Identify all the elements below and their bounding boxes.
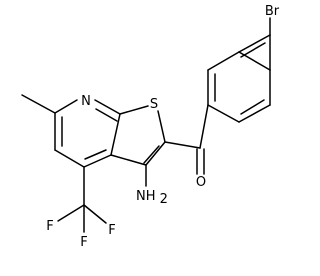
bond (240, 99, 265, 115)
bond (94, 99, 121, 115)
bond (157, 110, 166, 143)
bond (119, 105, 149, 115)
atom-label-br: Br (265, 4, 280, 19)
bond (207, 104, 240, 123)
atom-label-s: S (150, 97, 158, 112)
bond (95, 108, 118, 122)
atom-label-n: N (81, 94, 91, 109)
bond (238, 34, 271, 53)
bond (54, 149, 85, 168)
atom-label-f-bottom-right: F (108, 223, 115, 238)
molecule-structure: Br N S O NH 2 F F F (21, 4, 280, 250)
bond (164, 141, 201, 149)
atom-label-o: O (196, 175, 206, 190)
atom-label-f-top-left: F (46, 219, 53, 234)
bond (145, 141, 166, 166)
atom-label-amine: NH 2 (136, 189, 168, 207)
atom-labels: Br N S O NH 2 F F F (46, 4, 280, 250)
bond (83, 204, 107, 224)
bond (199, 104, 209, 149)
bond (110, 154, 147, 166)
bond (84, 149, 107, 160)
bond (21, 94, 56, 114)
bonds (21, 17, 271, 233)
bond (110, 113, 121, 156)
amine-subscript: 2 (160, 192, 168, 207)
bond (207, 51, 240, 71)
bond (54, 99, 78, 114)
bond (57, 204, 85, 222)
bond (143, 145, 160, 164)
atom-label-f-bottom-left: F (80, 235, 87, 250)
bond (83, 154, 112, 168)
amine-main-text: NH (136, 189, 156, 204)
bond (238, 104, 271, 123)
bond (238, 51, 271, 71)
